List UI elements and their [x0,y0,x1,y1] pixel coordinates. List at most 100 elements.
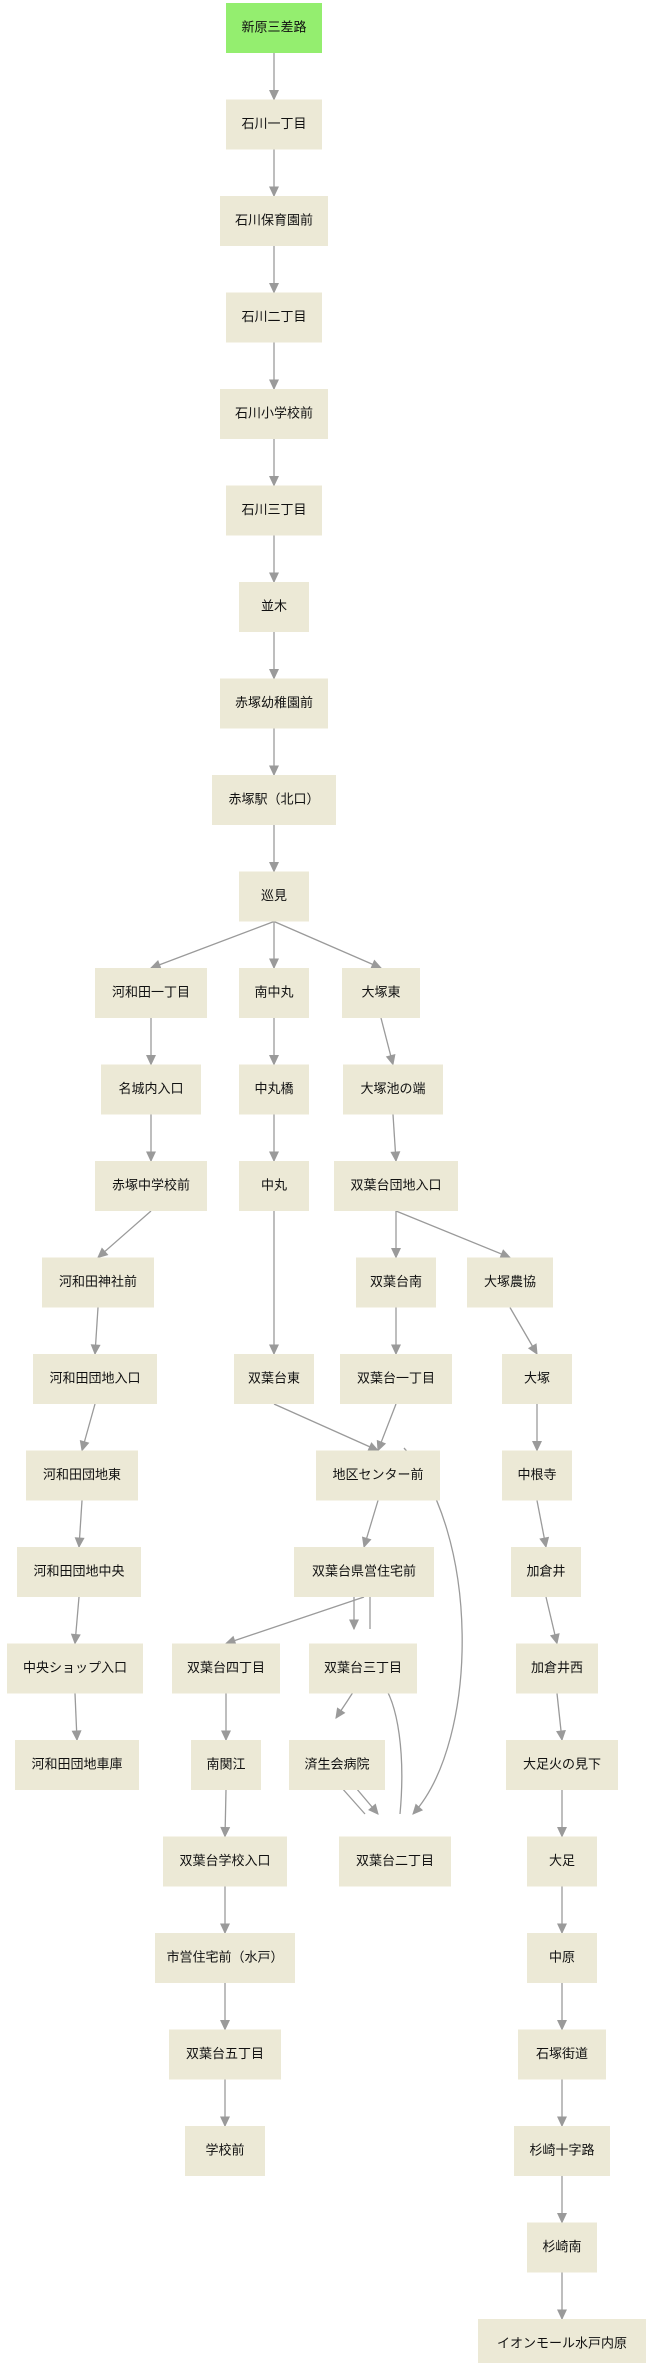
stop-node: 双葉台学校入口 [163,1836,287,1887]
stop-node: 石川一丁目 [226,99,322,150]
stop-label: 杉崎南 [542,2239,581,2255]
edge-n24-n28 [273,1403,380,1452]
edge-n18-n24 [269,1211,279,1356]
stop-node: 杉崎十字路 [514,2126,610,2176]
stop-box [511,1547,581,1597]
stop-label: 河和田団地入口 [49,1372,140,1387]
stop-label: 加倉井西 [531,1661,583,1676]
edge-n26-n29 [532,1404,542,1452]
stop-box [220,196,328,246]
edge-n36-n40 [556,1693,566,1742]
stop-box [226,485,322,536]
stop-label: 双葉台三丁目 [324,1661,402,1676]
stop-node: 双葉台四丁目 [172,1643,280,1694]
edge-n41-n44 [220,1886,230,1935]
stop-label: 南関江 [206,1757,245,1773]
stop-node: 市営住宅前（水戸） [155,1933,295,1983]
stop-label: 河和田団地車庫 [31,1758,122,1773]
stop-label: 河和田一丁目 [112,986,190,1001]
stop-node: 中根寺 [502,1450,572,1501]
stop-label: 双葉台南 [370,1274,422,1290]
edge-n16-n19 [390,1114,401,1163]
stop-node: 石川三丁目 [226,485,322,536]
stop-box [527,1836,597,1887]
edge-n28-n31 [361,1500,379,1549]
stop-node: 双葉台南 [356,1257,436,1308]
edge-n46-n48 [220,2079,230,2128]
edge-n15-n18 [269,1114,279,1163]
edge-n34-n38 [221,1693,231,1742]
edge-n17-n20 [97,1210,152,1259]
stop-label: 石川保育園前 [235,213,313,229]
stop-node: 双葉台二丁目 [339,1836,451,1887]
edge-n7-n8 [269,632,279,680]
stop-box [95,1161,207,1211]
stop-label: 地区センター前 [332,1467,423,1483]
stop-label: 大足 [549,1854,575,1869]
stop-box [340,1354,452,1404]
edge-n31-n34 [224,1596,365,1646]
stop-label: 大足火の見下 [523,1758,601,1773]
stop-label: 双葉台団地入口 [350,1179,441,1194]
stop-box [502,1450,572,1501]
edge-n1-n2 [269,53,279,101]
stop-node: 赤塚中学校前 [95,1161,207,1211]
stop-box [356,1257,436,1308]
stop-box [185,2126,265,2176]
stop-box [527,1933,597,1983]
stop-box [467,1257,553,1308]
stop-label: 加倉井 [526,1565,565,1580]
stop-label: 中根寺 [517,1468,556,1483]
stop-label: 石川二丁目 [241,310,306,325]
edge-n5-n6 [269,439,279,487]
edge-n21-n25 [391,1307,401,1356]
stop-box [239,968,309,1018]
stop-box [239,582,309,632]
edge-n2-n3 [269,149,279,198]
edge-n50-n51 [557,2272,567,2321]
stop-box [342,968,420,1018]
stop-label: 済生会病院 [304,1757,369,1773]
stop-node: 中丸橋 [239,1064,309,1115]
stop-node: 河和田団地中央 [17,1547,141,1597]
edge-n14-n17 [146,1114,156,1163]
edge-n30-n33 [70,1596,81,1645]
stop-node: イオンモール水戸内原 [478,2319,646,2363]
stop-label: 名城内入口 [118,1081,183,1097]
stop-label: 赤塚駅（北口） [228,793,319,808]
stop-label: 石川一丁目 [241,117,306,132]
stop-node: 大塚東 [342,968,420,1018]
stop-label: イオンモール水戸内原 [497,2336,627,2352]
stop-box [309,1643,417,1694]
nodes-layer: 新原三差路石川一丁目石川保育園前石川二丁目石川小学校前石川三丁目並木赤塚幼稚園前… [7,3,646,2363]
edge-n4-n5 [269,342,279,391]
stop-node: 大塚池の端 [343,1064,443,1115]
stop-label: 石川小学校前 [235,406,313,422]
stop-node: 巡見 [239,871,309,922]
stop-box [220,678,328,729]
edge-n3-n4 [269,246,279,294]
stop-label: 石川三丁目 [241,503,306,518]
edge-n6-n7 [269,535,279,584]
stop-node: 杉崎南 [527,2222,597,2273]
edge-n40-n43 [557,1790,567,1838]
stop-box [478,2319,646,2363]
stop-node: 双葉台県営住宅前 [294,1547,434,1597]
stop-node: 地区センター前 [316,1450,440,1501]
stop-node: 学校前 [185,2126,265,2176]
stop-box [33,1354,157,1404]
stop-box [234,1354,314,1404]
edge-n22-n26 [509,1307,538,1356]
edges-layer [70,53,567,2321]
stop-box [226,3,322,53]
stop-box [316,1450,440,1501]
stop-node: 赤塚駅（北口） [212,775,336,825]
stop-label: 大塚農協 [484,1275,536,1290]
edge-n43-n45 [557,1886,567,1935]
edge-n10-n11 [149,920,275,970]
stop-node: 並木 [239,582,309,632]
edge-n38-n41 [220,1789,231,1838]
stop-node: 加倉井西 [516,1643,598,1694]
stop-box [239,1064,309,1115]
